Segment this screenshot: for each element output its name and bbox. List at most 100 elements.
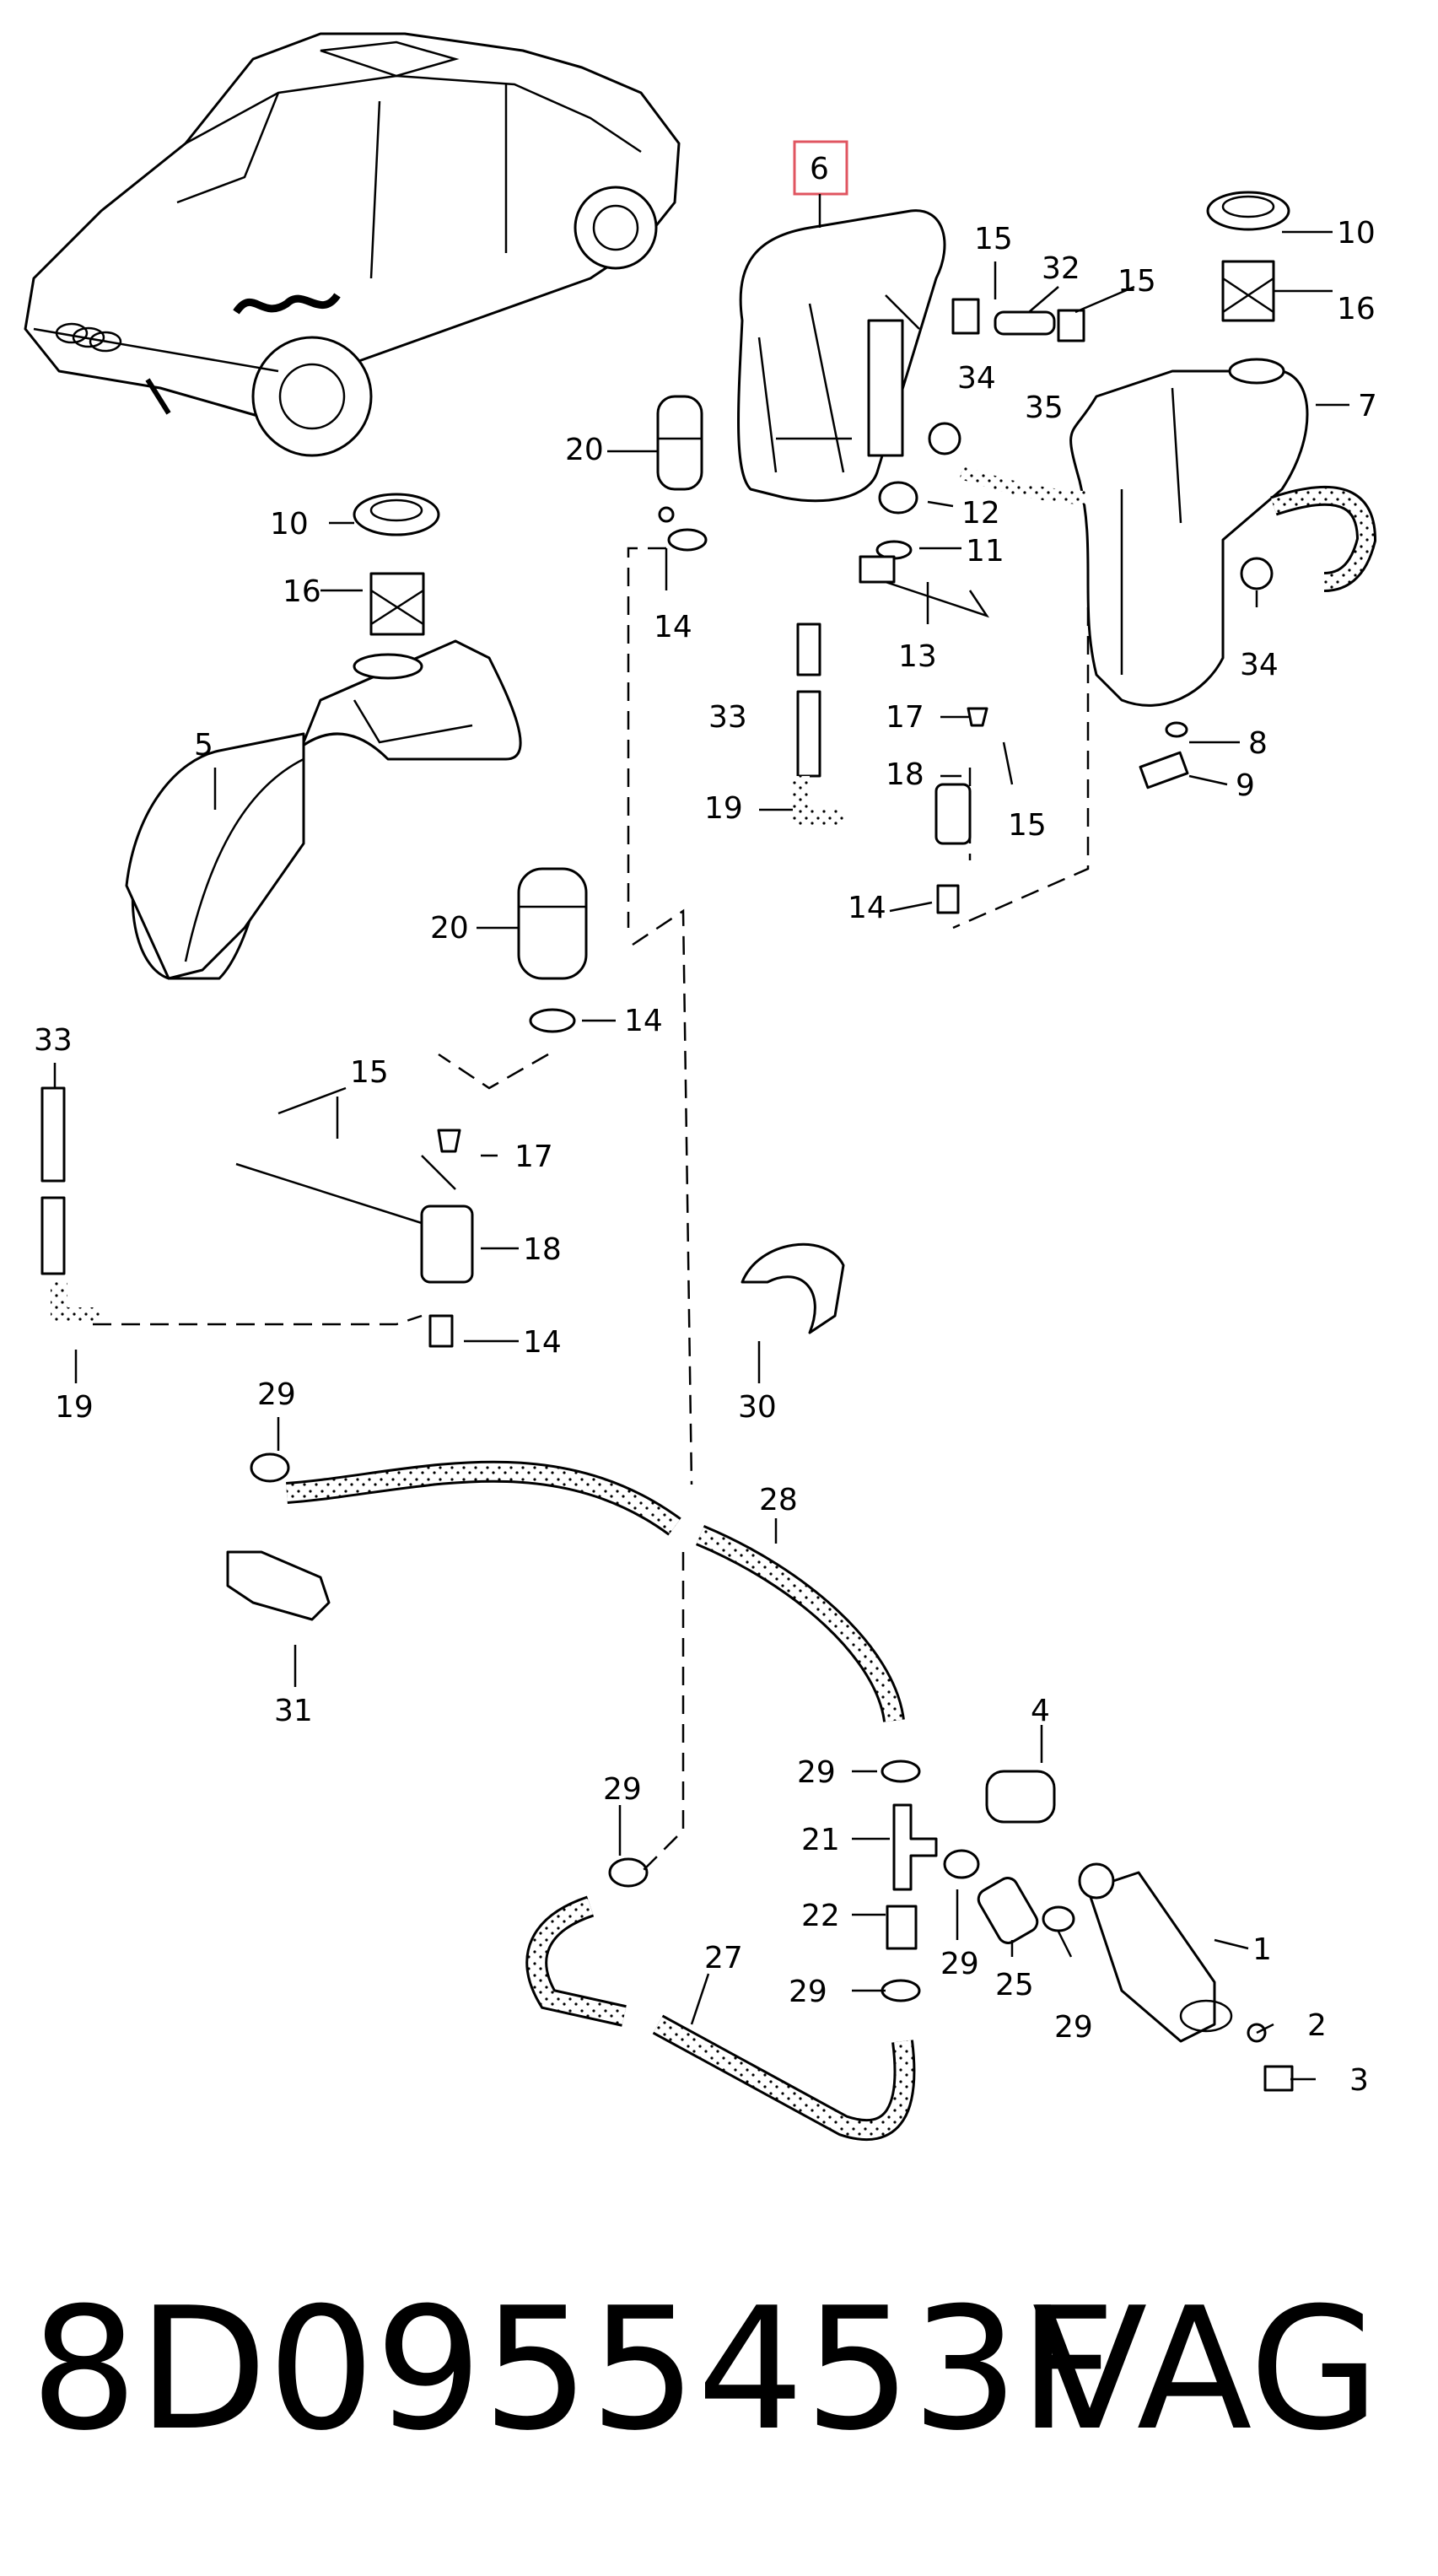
bolt-3[interactable] [1263, 2065, 1294, 2092]
clamp-34a[interactable] [928, 422, 961, 455]
label-29: 29 [1054, 2010, 1093, 2045]
label-19: 19 [704, 791, 743, 826]
label-14: 14 [624, 1004, 663, 1038]
label-27: 27 [704, 1941, 743, 1975]
strainer-left[interactable] [353, 572, 425, 680]
label-34: 34 [1240, 648, 1279, 682]
valve-18a[interactable] [934, 783, 972, 845]
brand-name: VAG [1031, 2272, 1380, 2468]
plug-17b[interactable] [437, 1129, 461, 1153]
label-16: 16 [1337, 292, 1376, 326]
cable-tie-30[interactable] [741, 1242, 845, 1334]
label-29: 29 [797, 1755, 836, 1790]
label-29: 29 [789, 1975, 827, 2009]
label-14: 14 [848, 891, 886, 925]
clamp-29f[interactable] [1042, 1905, 1075, 1932]
clamp-29c[interactable] [881, 1760, 921, 1783]
label-14: 14 [523, 1325, 562, 1360]
nozzle-15b[interactable] [1057, 309, 1085, 342]
label-30: 30 [738, 1390, 777, 1425]
label-10: 10 [270, 507, 309, 542]
label-33: 33 [708, 700, 747, 735]
caption: 8D0955453F VAG [30, 2269, 1414, 2471]
tube-33b-upper[interactable] [40, 1086, 66, 1183]
car-illustration [24, 32, 681, 457]
label-35: 35 [1025, 391, 1064, 425]
label-9: 9 [1236, 768, 1255, 803]
check-valve-22[interactable] [886, 1905, 918, 1950]
clamp-29a[interactable] [250, 1452, 290, 1483]
label-13: 13 [898, 639, 937, 674]
label-7: 7 [1358, 389, 1377, 423]
label-18: 18 [886, 757, 924, 792]
label-15: 15 [1008, 808, 1047, 843]
label-11: 11 [966, 534, 1004, 569]
label-32: 32 [1042, 251, 1080, 286]
washer-pump-lower[interactable] [517, 867, 588, 980]
label-29: 29 [940, 1947, 979, 1981]
grommet-14b[interactable] [529, 1008, 576, 1033]
nipple-14c[interactable] [936, 884, 960, 914]
nipple-14d[interactable] [428, 1314, 454, 1348]
sensor-13[interactable] [859, 555, 896, 584]
grommet-14a[interactable] [667, 528, 708, 552]
grommet-12[interactable] [878, 481, 918, 515]
clip-31[interactable] [226, 1550, 331, 1621]
label-29: 29 [603, 1772, 642, 1807]
label-1: 1 [1252, 1932, 1272, 1967]
filler-cap-left[interactable] [353, 493, 440, 536]
filler-cap-right[interactable] [1206, 191, 1290, 231]
label-33: 33 [34, 1023, 73, 1058]
washer-8[interactable] [1165, 721, 1188, 738]
label-8: 8 [1248, 726, 1268, 761]
label-16: 16 [283, 574, 321, 609]
label-22: 22 [801, 1899, 840, 1933]
label-20: 20 [430, 911, 469, 946]
clamp-34b[interactable] [1240, 557, 1274, 590]
label-15: 15 [350, 1055, 389, 1090]
label-14: 14 [654, 610, 692, 644]
part-number: 8D0955453F [30, 2272, 1117, 2468]
label-2: 2 [1307, 2008, 1327, 2043]
label-4: 4 [1031, 1694, 1050, 1728]
clamp-29e[interactable] [881, 1979, 921, 2002]
clamp-29d[interactable] [943, 1849, 980, 1879]
label-21: 21 [801, 1823, 840, 1857]
label-34: 34 [957, 361, 996, 396]
label-28: 28 [759, 1483, 798, 1517]
headlight-washer-nozzle[interactable] [1078, 1862, 1233, 2043]
label-29: 29 [257, 1377, 296, 1412]
cover-cap-4[interactable] [985, 1770, 1056, 1824]
washer-pump-upper[interactable] [656, 395, 703, 523]
connector-32[interactable] [994, 310, 1056, 336]
plug-17a[interactable] [967, 707, 988, 727]
connector-25[interactable] [975, 1874, 1041, 1947]
nozzle-15a[interactable] [951, 298, 980, 335]
label-10: 10 [1337, 216, 1376, 251]
part-labels: 6 15 32 15 10 16 7 34 35 20 12 11 14 13 … [34, 152, 1377, 2098]
tube-33b-lower[interactable] [40, 1196, 66, 1275]
label-18: 18 [523, 1232, 562, 1267]
washer-tank-bracket[interactable] [737, 209, 946, 503]
label-15: 15 [1118, 264, 1156, 299]
t-piece-21[interactable] [892, 1803, 938, 1891]
label-31: 31 [274, 1694, 313, 1728]
label-19: 19 [55, 1390, 94, 1425]
label-5: 5 [194, 728, 213, 763]
label-17: 17 [514, 1140, 553, 1174]
bolt-9[interactable] [1139, 751, 1189, 790]
tube-33a-lower[interactable] [796, 690, 821, 778]
label-12: 12 [961, 496, 1000, 531]
label-25: 25 [995, 1968, 1034, 2002]
label-20: 20 [565, 433, 604, 467]
label-3: 3 [1349, 2063, 1369, 2098]
parts-diagram: 6 15 32 15 10 16 7 34 35 20 12 11 14 13 … [24, 32, 1377, 2141]
clamp-29b[interactable] [608, 1857, 649, 1888]
tube-33a-upper[interactable] [796, 622, 821, 676]
washer-reservoir-left[interactable] [125, 639, 522, 980]
label-15: 15 [974, 222, 1013, 256]
valve-18b[interactable] [420, 1204, 474, 1284]
label-17: 17 [886, 700, 924, 735]
strainer-right[interactable] [1221, 260, 1275, 322]
label-6: 6 [810, 152, 829, 186]
